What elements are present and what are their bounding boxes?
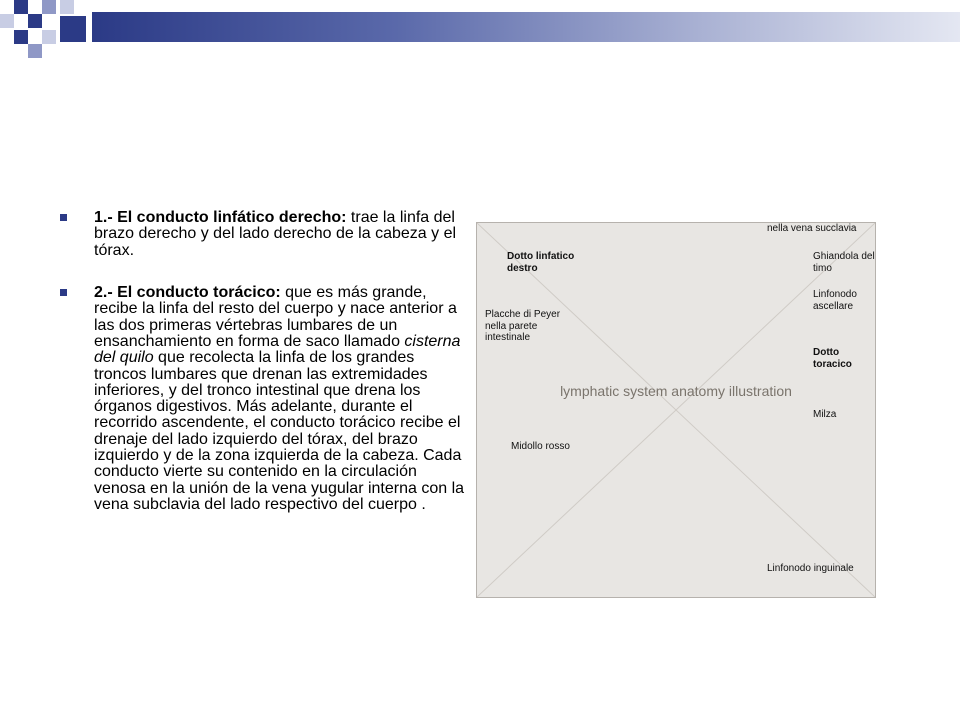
- anatomy-figure: lymphatic system anatomy illustration ne…: [476, 222, 876, 598]
- header-decoration: [0, 0, 960, 60]
- deco-square: [0, 14, 14, 28]
- bullet-body: trae la linfa del brazo derecho y del la…: [94, 209, 457, 259]
- bullet-lead: 2.- El conducto torácico:: [94, 283, 281, 301]
- bullet-body: que es más grande, recibe la linfa del r…: [94, 283, 457, 350]
- deco-square: [14, 30, 28, 44]
- bullet-square-icon: [60, 214, 67, 221]
- bullet-list: 1.- El conducto linfático derecho: trae …: [60, 209, 470, 539]
- placeholder-cross: [477, 223, 875, 597]
- list-item: 1.- El conducto linfático derecho: trae …: [60, 209, 470, 259]
- deco-square: [60, 16, 86, 42]
- bullet-italic-term: cisterna del quilo: [94, 332, 461, 367]
- header-gradient-bar: [92, 12, 960, 42]
- bullet-square-icon: [60, 288, 67, 296]
- list-item: 2.- El conducto torácico: que es más gra…: [60, 283, 470, 513]
- label-dotto-toracico: Dotto toracico: [813, 347, 852, 370]
- label-milza: Milza: [813, 409, 837, 420]
- bullet-text: 1.- El conducto linfático derecho: trae …: [94, 209, 470, 259]
- label-linfonodo-inguinale: Linfonodo inguinale: [767, 563, 854, 574]
- deco-square: [60, 0, 74, 14]
- label-placche-peyer: Placche di Peyer nella parete intestinal…: [485, 309, 561, 343]
- deco-square: [28, 14, 42, 28]
- label-midollo-rosso: Midollo rosso: [511, 441, 570, 452]
- bullet-text: 2.- El conducto torácico: que es más gra…: [94, 283, 470, 513]
- bullet-body: que recolecta la linfa de los grandes tr…: [94, 349, 465, 513]
- deco-square: [14, 0, 28, 14]
- label-linfonodo-ascellare: Linfonodo ascellare: [813, 289, 857, 312]
- label-ghiandola-timo: Ghiandola del timo: [813, 251, 875, 274]
- label-dotto-linfatico: Dotto linfatico destro: [507, 251, 575, 274]
- deco-square: [28, 44, 42, 58]
- bullet-lead: 1.- El conducto linfático derecho:: [94, 209, 347, 226]
- label-vena-succlavia: nella vena succlavia: [767, 223, 857, 234]
- figure-placeholder-caption: lymphatic system anatomy illustration: [560, 383, 792, 399]
- deco-square: [42, 0, 56, 14]
- deco-square: [42, 30, 56, 44]
